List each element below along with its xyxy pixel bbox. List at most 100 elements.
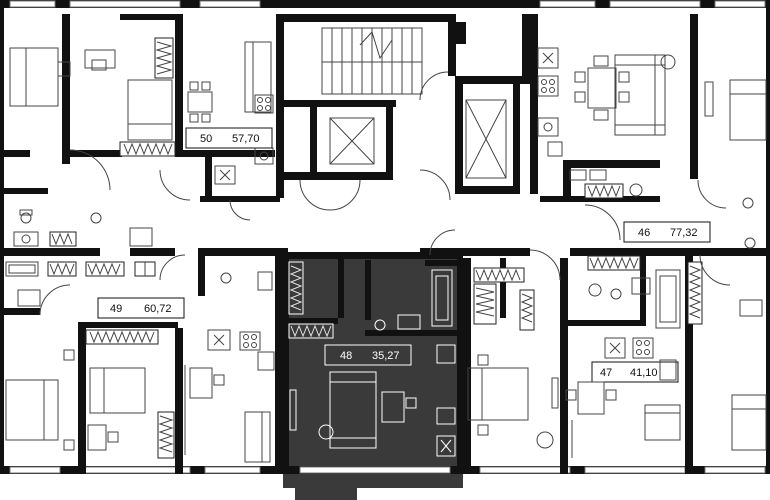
bed-icon	[731, 394, 767, 451]
door-swing-icon	[697, 179, 727, 209]
apartment-47[interactable]: 47 41,10	[463, 249, 767, 474]
door-swing-icon	[429, 229, 456, 256]
toilet-icon	[374, 319, 386, 331]
sofa-icon	[614, 54, 666, 136]
wardrobe-icon	[587, 255, 641, 271]
apartment-46-area: 77,32	[670, 227, 698, 239]
wardrobe-icon	[47, 261, 77, 277]
wardrobe-icon	[85, 329, 159, 345]
door-swing-icon	[299, 179, 331, 211]
nightstand-icon	[63, 349, 75, 361]
apartment-47-area: 41,10	[630, 367, 658, 379]
apartment-48-entry	[295, 485, 357, 500]
plant-icon	[536, 431, 554, 449]
bathtub-icon	[5, 261, 39, 277]
corridor-walls	[0, 188, 766, 259]
windows	[9, 0, 766, 474]
dining-table-icon	[565, 381, 617, 415]
door-swing-icon	[329, 179, 361, 211]
wardrobe-icon	[154, 37, 174, 79]
apartment-49-number: 49	[110, 303, 122, 315]
nightstand-icon	[477, 424, 489, 436]
toilet-icon	[90, 212, 102, 224]
sink-icon	[17, 289, 41, 307]
door-swing-icon	[584, 204, 621, 241]
apartment-46-number: 46	[638, 227, 650, 239]
apartment-48-fill[interactable]	[283, 258, 463, 488]
sink-icon	[129, 227, 153, 247]
stove-icon	[537, 75, 559, 97]
apartment-label-box	[97, 297, 185, 319]
apartment-label-box	[185, 127, 273, 149]
apartment-48-area: 35,27	[372, 350, 400, 362]
sofa-icon	[644, 404, 681, 441]
wardrobe-icon	[85, 261, 125, 277]
apartment-47-number: 47	[600, 367, 612, 379]
fridge-icon	[436, 435, 456, 457]
plant-icon	[660, 54, 676, 70]
building-core	[276, 14, 530, 198]
apartment-50[interactable]: 50 57,70	[0, 14, 275, 247]
sink-icon	[537, 117, 559, 137]
apartment-label-box	[623, 221, 711, 243]
wardrobe-icon	[519, 289, 535, 331]
plant-icon	[318, 424, 334, 440]
sink-icon	[436, 407, 456, 425]
wardrobe-icon	[157, 411, 175, 459]
wardrobe-icon	[119, 141, 176, 157]
dining-table-icon	[381, 391, 417, 423]
bed-icon	[89, 367, 146, 414]
dining-table-icon	[187, 81, 213, 123]
sofa-icon	[244, 41, 272, 113]
apartment-49[interactable]: 49 60,72	[0, 254, 283, 474]
tv-unit-icon	[551, 377, 559, 409]
desk-icon	[87, 424, 119, 451]
sofa-icon	[244, 411, 271, 463]
door-swing-icon	[699, 254, 731, 286]
door-swing-icon	[39, 284, 71, 316]
nightstand-icon	[477, 354, 489, 366]
wardrobe-icon	[473, 283, 497, 325]
bed-icon	[127, 79, 173, 141]
wardrobe-icon	[134, 261, 156, 277]
toilet-icon	[19, 209, 33, 224]
door-swing-icon	[529, 249, 561, 281]
apartment-label-box	[591, 361, 679, 383]
wardrobe-icon	[584, 183, 624, 199]
bed-icon	[467, 367, 529, 421]
corridor-doors	[229, 71, 456, 256]
nightstand-icon	[63, 439, 75, 451]
door-swing-icon	[419, 169, 451, 201]
dining-table-icon	[574, 55, 630, 121]
washing-machine-icon	[629, 183, 643, 197]
bathtub-icon	[655, 269, 681, 329]
wardrobe-icon	[288, 261, 304, 315]
sink-icon	[739, 299, 763, 317]
fridge-icon	[604, 337, 626, 359]
sink-icon	[631, 277, 651, 295]
door-swing-icon	[419, 71, 449, 101]
stove-icon	[239, 331, 261, 351]
wardrobe-icon	[288, 323, 334, 339]
stove-icon	[254, 94, 274, 114]
sofa-icon	[329, 371, 377, 449]
tv-unit-icon	[289, 389, 297, 431]
toilet-icon	[744, 237, 756, 249]
wardrobe-icon	[687, 261, 703, 325]
bed-icon	[5, 379, 59, 441]
sink-icon	[257, 271, 273, 291]
apartment-48[interactable]: 48 35,27	[283, 258, 465, 474]
door-swing-icon	[69, 149, 111, 191]
fridge-icon	[214, 165, 236, 185]
apartment-49-area: 60,72	[144, 303, 172, 315]
sink-icon	[659, 359, 677, 381]
bed-icon	[729, 79, 767, 141]
stove-icon	[632, 337, 654, 359]
apartment-46[interactable]: 46 77,32	[530, 14, 767, 249]
apartment-label-box	[324, 344, 412, 366]
apartment-50-number: 50	[200, 133, 212, 145]
apartment-50-area: 57,70	[232, 133, 260, 145]
stove-icon	[436, 344, 456, 364]
apartment-48-number: 48	[340, 350, 352, 362]
